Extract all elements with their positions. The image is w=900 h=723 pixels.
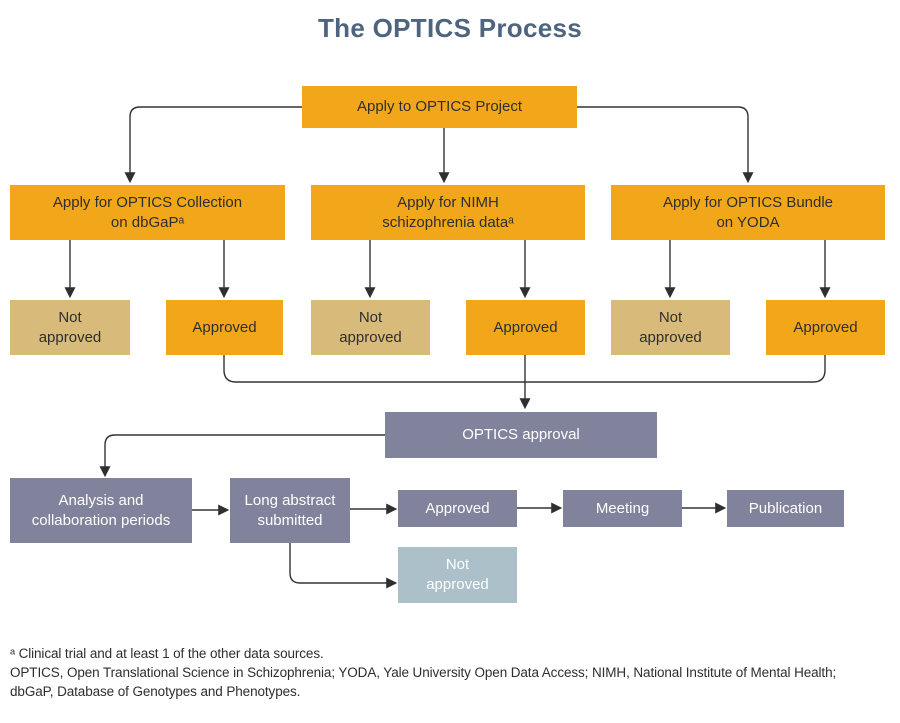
node-publication: Publication xyxy=(727,490,844,527)
page-title: The OPTICS Process xyxy=(317,13,583,43)
node-label-line1: Not xyxy=(358,308,383,326)
node-label-line2: approved xyxy=(38,328,102,346)
node-label-line1: Apply for OPTICS Bundle xyxy=(662,193,834,211)
node-label: Approved xyxy=(192,318,257,336)
node-label-line1: Analysis and xyxy=(58,491,144,509)
node-label-line2: submitted xyxy=(257,511,323,529)
node-label-line1: Not xyxy=(58,308,82,326)
node-label-line2: collaboration periods xyxy=(31,511,171,529)
node-apply-collection-dbgap: Apply for OPTICS Collection on dbGaPᵃ xyxy=(10,185,285,240)
node-label-line2: on dbGaPᵃ xyxy=(110,213,185,231)
node-analysis-collaboration: Analysis and collaboration periods xyxy=(10,478,192,543)
node-label: Apply to OPTICS Project xyxy=(356,98,523,116)
node-optics-approval: OPTICS approval xyxy=(385,412,657,458)
node-long-abstract: Long abstract submitted xyxy=(230,478,350,543)
node-label: Approved xyxy=(425,499,490,517)
node-label-line2: approved xyxy=(339,328,402,346)
connector-abstract-to-notapproved xyxy=(289,543,398,589)
node-apply-nimh-data: Apply for NIMH schizophrenia dataᵃ xyxy=(311,185,585,240)
node-not-approved-abstract: Not approved xyxy=(398,547,517,603)
node-label-line2: approved xyxy=(426,576,489,593)
node-label-line1: Apply for OPTICS Collection xyxy=(52,193,243,211)
footnote-abbreviations-1: OPTICS, Open Translational Science in Sc… xyxy=(10,665,837,681)
node-label-line2: schizophrenia dataᵃ xyxy=(382,213,514,231)
node-apply-optics-project: Apply to OPTICS Project xyxy=(302,86,577,128)
footnote-clinical-trial: ᵃ Clinical trial and at least 1 of the o… xyxy=(10,646,324,661)
node-approved-nimh: Approved xyxy=(466,300,585,355)
node-approved-abstract: Approved xyxy=(398,490,517,527)
footnote-abbreviations-2: dbGaP, Database of Genotypes and Phenoty… xyxy=(10,684,301,700)
node-label-line2: approved xyxy=(639,328,702,346)
node-meeting: Meeting xyxy=(563,490,682,527)
node-approved-dbgap: Approved xyxy=(166,300,283,355)
node-label-line1: Apply for NIMH xyxy=(397,193,499,211)
node-not-approved-dbgap: Not approved xyxy=(10,300,130,355)
node-not-approved-nimh: Not approved xyxy=(311,300,430,355)
node-label: Publication xyxy=(748,499,823,517)
node-label-line1: Long abstract xyxy=(244,491,336,509)
footnotes: ᵃ Clinical trial and at least 1 of the o… xyxy=(10,644,896,701)
connector-approval-to-analysis xyxy=(99,434,385,478)
connector-project-to-collection xyxy=(124,106,302,184)
node-approved-yoda: Approved xyxy=(766,300,885,355)
connector-project-to-bundle xyxy=(577,106,754,184)
node-label: Approved xyxy=(493,318,558,336)
node-label-line2: on YODA xyxy=(716,213,780,231)
node-label-line1: Not xyxy=(658,308,683,326)
node-label: Meeting xyxy=(595,499,650,517)
node-label: OPTICS approval xyxy=(462,426,580,444)
node-label-line1: Not xyxy=(445,556,470,574)
node-label: Approved xyxy=(793,318,858,336)
node-not-approved-yoda: Not approved xyxy=(611,300,730,355)
node-apply-bundle-yoda: Apply for OPTICS Bundle on YODA xyxy=(611,185,885,240)
